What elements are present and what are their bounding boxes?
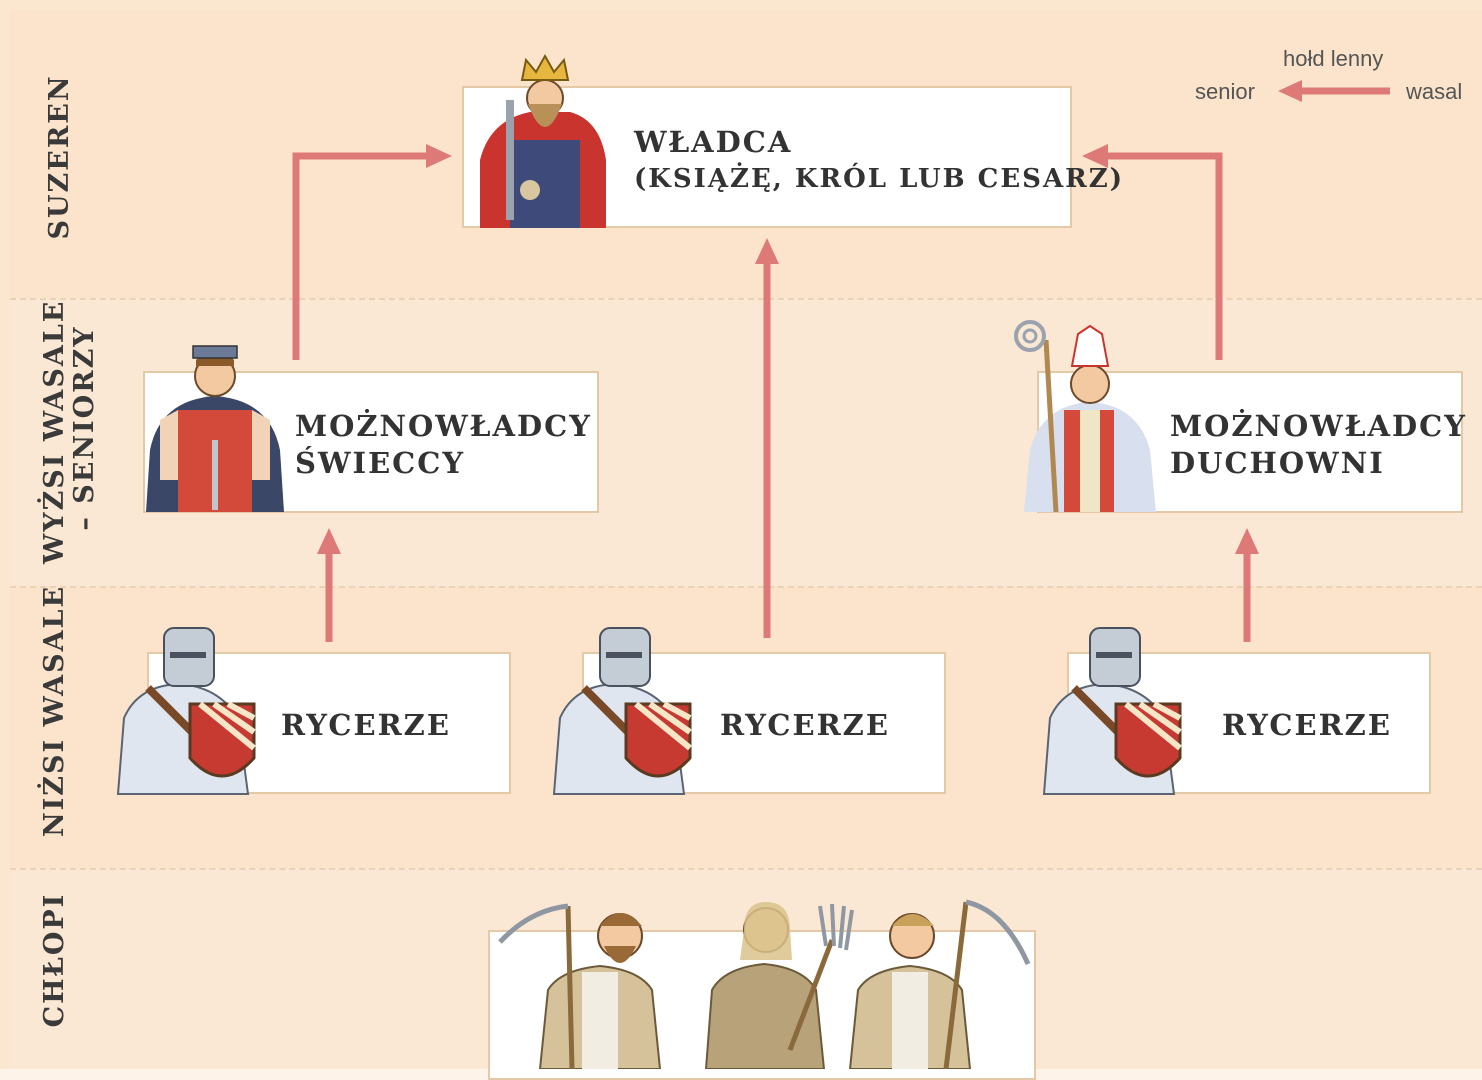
node-rycerze-3-label: RYCERZE [1222,708,1392,742]
arrow-rycerze1-to-swieccy [317,528,341,642]
knight-figure-2 [552,627,692,795]
divider-1 [10,298,1482,300]
bishop-figure [1014,320,1156,513]
legend-senior: senior [1195,79,1255,104]
legend-arrow [1278,80,1390,102]
legend-title: hołd lenny [1283,46,1384,71]
king-figure [480,53,606,228]
node-duchowni-line2: DUCHOWNI [1170,446,1385,480]
knight-figure-3 [1042,627,1182,795]
node-wladca-line2: (KSIĄŻĘ, KRÓL LUB CESARZ) [634,164,1125,194]
legend-wasal: wasal [1406,79,1463,104]
node-swieccy-line2: ŚWIECCY [295,446,466,480]
arrow-duchowni-to-wladca [1082,144,1223,360]
arrow-swieccy-to-wladca [292,144,452,360]
divider-3 [10,868,1482,870]
node-duchowni-line1: MOŻNOWŁADCY [1170,409,1467,443]
node-rycerze-1-label: RYCERZE [281,708,451,742]
arrow-rycerze2-to-wladca [755,238,779,638]
peasant-figure-2 [704,902,854,1069]
knight-figure-1 [116,627,256,795]
arrow-rycerze3-to-duchowni [1235,528,1259,642]
secular-lord-figure [146,345,284,512]
peasant-figure-3 [848,899,1031,1069]
divider-2 [10,586,1482,588]
node-wladca-line1: WŁADCA [634,125,793,159]
node-swieccy-line1: MOŻNOWŁADCY [295,409,592,443]
node-rycerze-2-label: RYCERZE [720,708,890,742]
peasant-figure-1 [498,903,662,1069]
